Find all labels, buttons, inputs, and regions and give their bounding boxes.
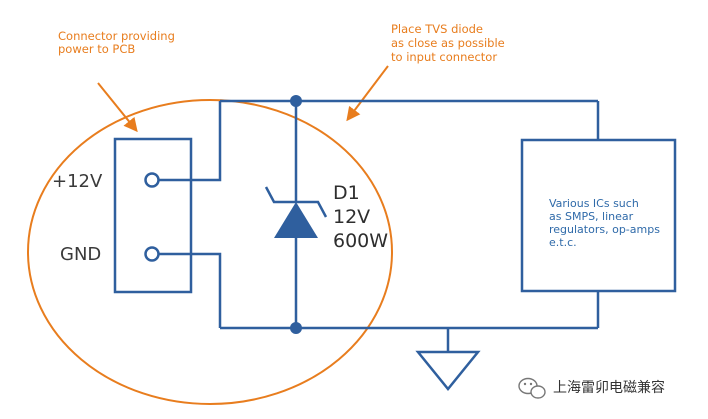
top-junction-dot bbox=[290, 95, 302, 107]
connector-annotation-arrow bbox=[97, 82, 138, 133]
pin1-wire bbox=[158, 101, 222, 182]
watermark-text: 上海雷卯电磁兼容 bbox=[553, 379, 665, 396]
ic-description-line-2: as SMPS, linear bbox=[549, 210, 634, 223]
diode-designator: D1 bbox=[333, 182, 360, 204]
highlight-ellipse bbox=[27, 99, 393, 405]
tvs-annotation: Place TVS diode as close as possible to … bbox=[391, 22, 508, 64]
diode-label: D1 12V 600W bbox=[333, 182, 388, 252]
pin2-label: GND bbox=[60, 244, 101, 265]
tvs-annotation-line-2: as close as possible bbox=[391, 36, 505, 50]
connector-annotation-line-1: Connector providing bbox=[58, 29, 175, 43]
ic-description-line-3: regulators, op-amps bbox=[549, 223, 660, 236]
pin1-label: +12V bbox=[52, 171, 103, 192]
tvs-annotation-line-1: Place TVS diode bbox=[391, 22, 483, 36]
connector-pin-1 bbox=[144, 172, 160, 188]
diode-voltage: 12V bbox=[333, 206, 370, 228]
ic-block bbox=[520, 138, 677, 293]
wechat-icon bbox=[518, 377, 546, 399]
tvs-annotation-arrow bbox=[346, 65, 389, 122]
pin2-wire bbox=[158, 252, 222, 328]
bottom-junction-dot bbox=[290, 322, 302, 334]
ic-description-line-1: Various ICs such bbox=[549, 197, 639, 210]
ic-description: Various ICs such as SMPS, linear regulat… bbox=[549, 197, 663, 249]
tvs-diode-cathode-bar bbox=[264, 186, 328, 218]
tvs-annotation-line-3: to input connector bbox=[391, 50, 497, 64]
diode-power: 600W bbox=[333, 230, 388, 252]
ground-symbol bbox=[415, 350, 481, 391]
connector-block bbox=[113, 137, 193, 294]
connector-pin-2 bbox=[144, 246, 160, 262]
tvs-diode-triangle bbox=[274, 202, 318, 238]
connector-annotation-line-2: power to PCB bbox=[58, 42, 135, 56]
ic-description-line-4: e.t.c. bbox=[549, 236, 577, 249]
connector-annotation: Connector providing power to PCB bbox=[58, 29, 179, 56]
